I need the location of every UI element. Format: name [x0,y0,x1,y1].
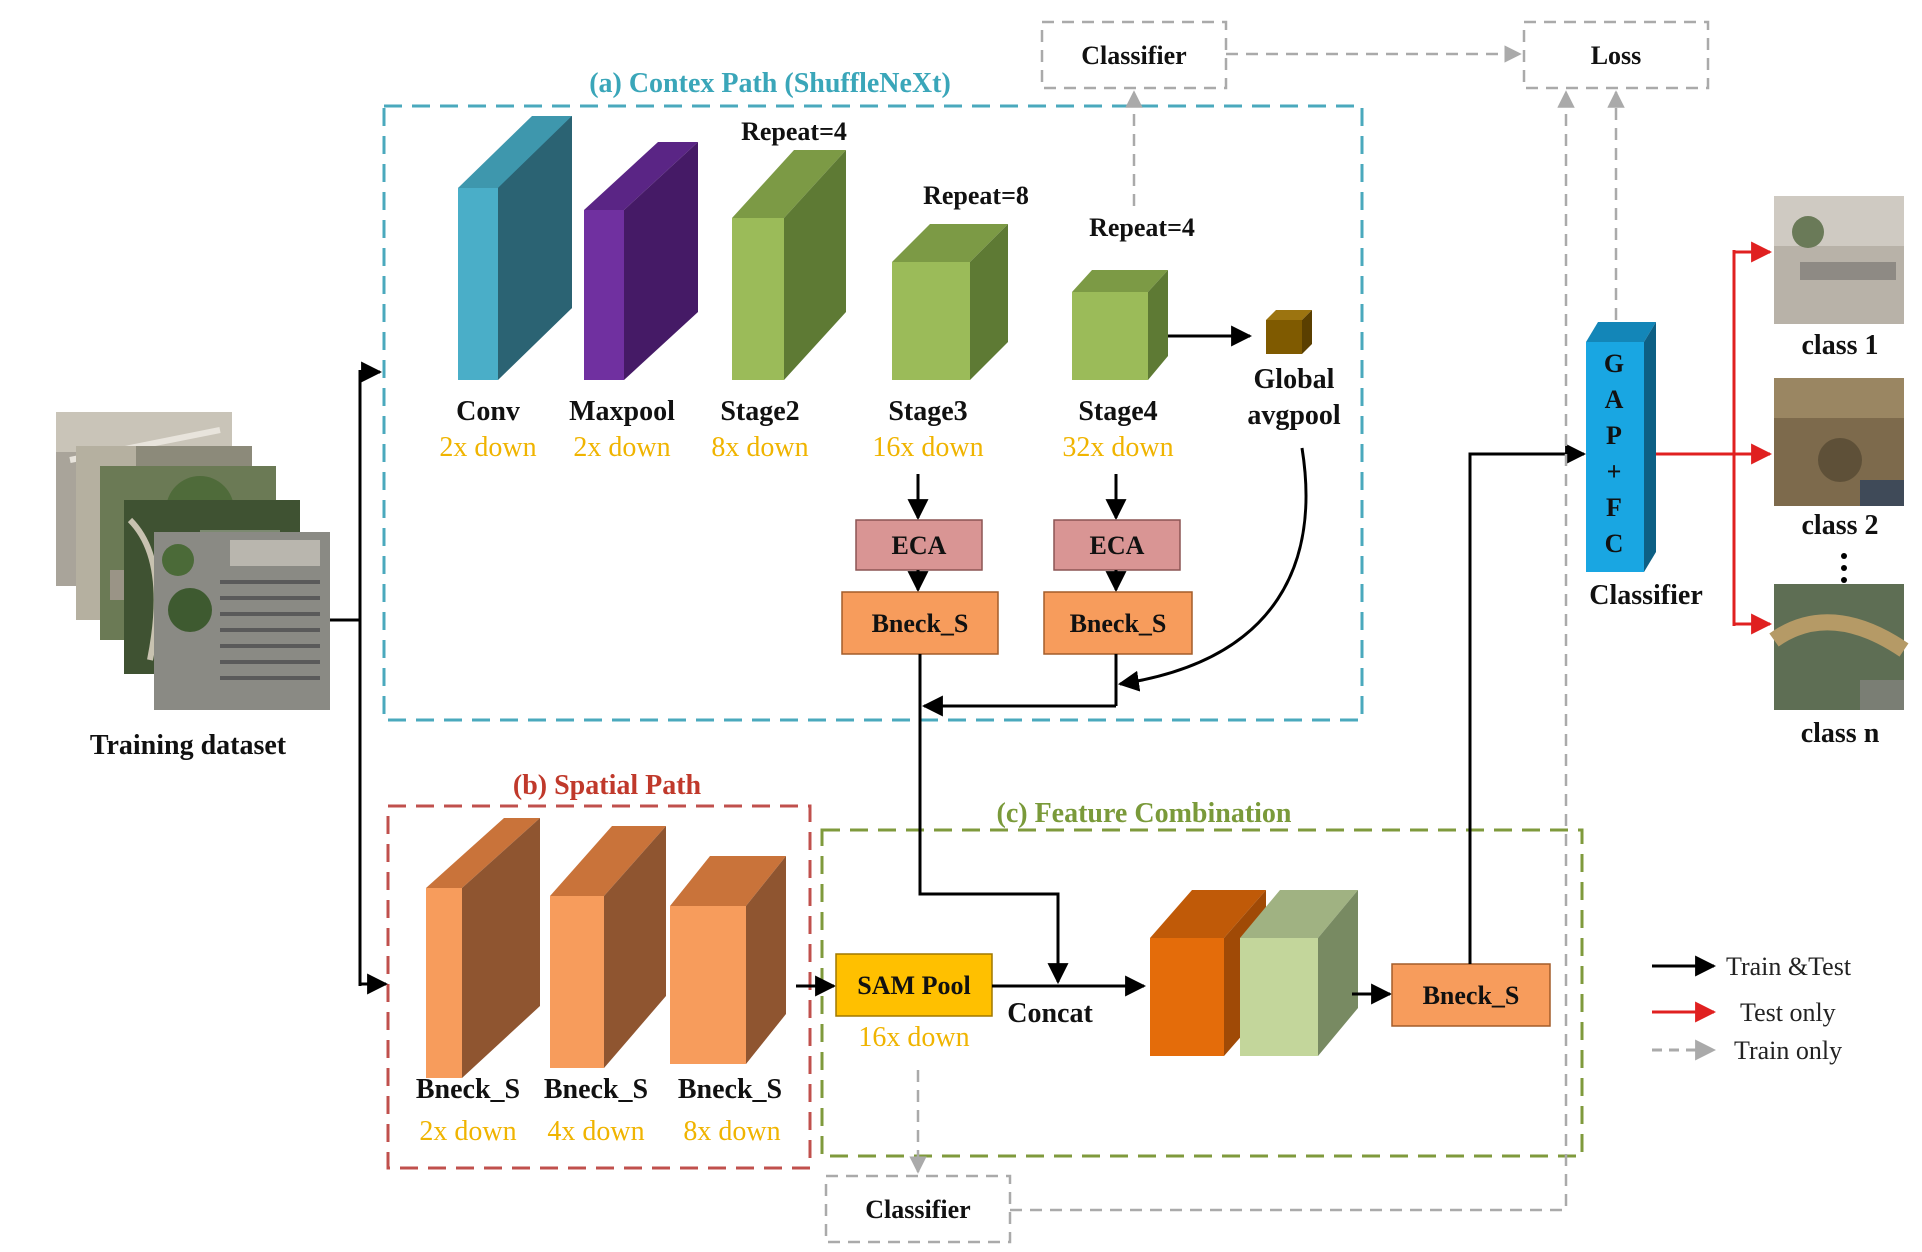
eca-label-stage3: ECA [892,531,947,560]
gap-fc-letter-p: P [1606,421,1622,450]
gap-fc-letter-f: F [1606,493,1622,522]
feature-combination-title: (c) Feature Combination [997,798,1292,829]
bottom-classifier-label: Classifier [865,1195,970,1224]
bneck-box-stage4 [1043,591,1193,655]
class-2-label: class 2 [1802,510,1879,541]
stage4-block [1072,270,1168,380]
maxpool-block [584,142,698,380]
eca-box-stage3 [855,519,983,571]
feature-combination-region [820,828,1584,1158]
bneck-box-feature [1391,963,1551,1027]
global-avgpool-label-1: Global [1254,364,1335,395]
context-path-title: (a) Contex Path (ShuffleNeXt) [589,68,951,99]
concat-cube-green [1240,890,1358,1056]
spatial-block-2-label: Bneck_S [544,1074,648,1105]
training-dataset-stack [56,412,330,710]
class-ellipsis [1841,553,1847,583]
legend-train-only-label: Train only [1734,1036,1842,1065]
class-1-image [1774,196,1904,324]
context-to-concat-line [918,654,1069,985]
context-path-region [382,104,1364,722]
conv-block [458,116,572,380]
spatial-block-3-label: Bneck_S [678,1074,782,1105]
legend-train-test-label: Train &Test [1726,952,1852,981]
stage2-label: Stage2 [720,396,799,427]
sam-pool-label: SAM Pool [857,971,970,1000]
gap-fc-caption: Classifier [1589,580,1703,611]
stage4-repeat: Repeat=4 [1089,213,1195,242]
bneck-label-stage4: Bneck_S [1070,609,1167,638]
gap-fc-letter-g: G [1604,349,1624,378]
training-dataset-label: Training dataset [90,730,287,761]
spatial-bneck-block-2 [550,826,666,1068]
avgpool-to-merge-curve [1117,447,1308,692]
stage3-scale: 16x down [872,432,983,463]
gap-fc-letter-a: A [1605,385,1624,414]
spatial-bneck-block-3 [670,856,786,1064]
class-1-label: class 1 [1802,330,1879,361]
top-classifier-label: Classifier [1081,41,1186,70]
spatial-block-3-scale: 8x down [683,1116,780,1147]
bneck-box-stage3 [841,591,999,655]
class-n-label: class n [1801,718,1880,749]
eca-label-stage4: ECA [1090,531,1145,560]
concat-label: Concat [1007,998,1093,1029]
stage3-block [892,224,1008,380]
legend: Train &Test Test only Train only [1652,952,1852,1065]
stage3-repeat: Repeat=8 [923,181,1029,210]
stage4-scale: 32x down [1062,432,1173,463]
global-avgpool-cube [1266,310,1312,354]
spatial-bneck-block-1 [426,818,540,1078]
stage4-label: Stage4 [1078,396,1157,427]
eca-box-stage4 [1053,519,1181,571]
spatial-path-title: (b) Spatial Path [513,770,702,801]
bottom-classifier-to-loss [1010,90,1575,1212]
top-classifier-box [1040,20,1228,90]
bneck-to-gapfc-line [1468,443,1587,964]
spatial-block-1-label: Bneck_S [416,1074,520,1105]
stage2-block [732,150,846,380]
maxpool-scale: 2x down [573,432,670,463]
global-avgpool-label-2: avgpool [1247,400,1341,431]
bneck-label-feature: Bneck_S [1423,981,1520,1010]
conv-label: Conv [456,396,520,427]
gap-fc-letter-plus: + [1607,457,1622,486]
legend-test-only-label: Test only [1740,998,1836,1027]
class-n-image [1769,584,1909,710]
class-2-image [1774,378,1904,506]
maxpool-label: Maxpool [569,396,675,427]
conv-scale: 2x down [439,432,536,463]
spatial-block-2-scale: 4x down [547,1116,644,1147]
loss-box [1522,20,1710,90]
stage2-scale: 8x down [711,432,808,463]
stage2-repeat: Repeat=4 [741,117,847,146]
loss-label: Loss [1591,41,1642,70]
gap-fc-block [1586,322,1656,572]
stage3-label: Stage3 [888,396,967,427]
bneck-label-stage3: Bneck_S [872,609,969,638]
bottom-classifier-box [824,1174,1012,1244]
sam-pool-scale: 16x down [858,1022,969,1053]
gap-fc-letter-c: C [1605,529,1624,558]
spatial-block-1-scale: 2x down [419,1116,516,1147]
